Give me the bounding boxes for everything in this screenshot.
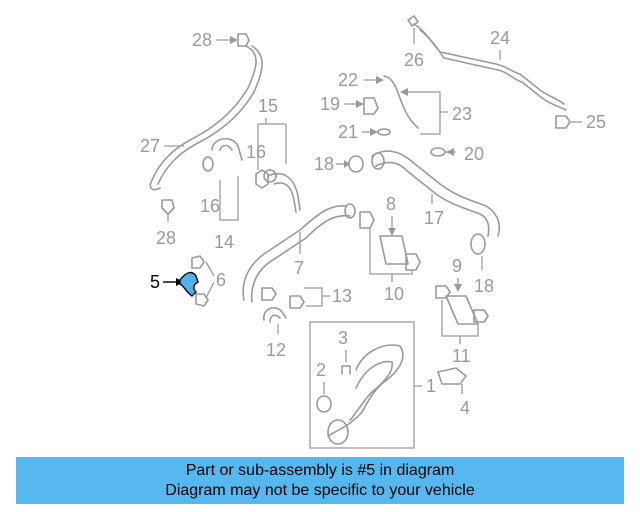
callout-20: 20: [464, 144, 484, 164]
callout-21: 21: [338, 122, 358, 142]
callout-3: 3: [338, 328, 348, 348]
callout-18-top: 18: [314, 154, 334, 174]
callout-9: 9: [452, 256, 462, 276]
part-21-oring: 21: [338, 122, 391, 142]
part-10-clamps: 10: [359, 211, 421, 304]
part-1-assembly: 1: [309, 321, 436, 449]
part-16-clamps: 16 16: [200, 142, 269, 216]
callout-27: 27: [140, 136, 160, 156]
part-20-gasket: 20: [430, 144, 484, 164]
part-23-bracket: 23: [400, 88, 472, 135]
parts-diagram: 28 27 28 15 16 16 14 5: [140, 15, 606, 449]
callout-13: 13: [332, 286, 352, 306]
part-28-top: 28: [192, 30, 250, 50]
callout-28-bottom: 28: [156, 228, 176, 248]
callout-25: 25: [586, 112, 606, 132]
part-7-hose: 7: [242, 203, 356, 303]
part-27-pipe: 27: [140, 45, 263, 191]
callout-18-right: 18: [474, 276, 494, 296]
part-25-fitting: 25: [555, 112, 606, 132]
callout-17: 17: [424, 208, 444, 228]
callout-15: 15: [258, 96, 278, 116]
part-19-sensor: 19: [320, 94, 379, 115]
callout-28-top: 28: [192, 30, 212, 50]
banner-line-2: Diagram may not be specific to your vehi…: [165, 482, 475, 499]
part-13-clamps: 13: [261, 286, 352, 309]
part-5-hose: 5: [150, 271, 199, 297]
part-3-clip: 3: [338, 328, 351, 375]
banner-line-1: Part or sub-assembly is #5 in diagram: [185, 462, 455, 479]
part-18-oring-right: 18: [470, 233, 494, 296]
part-14-hose: 14: [211, 138, 243, 252]
part-11-clamps: 11: [435, 285, 489, 366]
callout-23: 23: [452, 104, 472, 124]
part-22-hose: 22: [338, 70, 419, 129]
callout-12: 12: [266, 340, 286, 360]
part-28-bottom: 28: [156, 199, 176, 248]
callout-16-left: 16: [200, 196, 220, 216]
part-4-cap: 4: [437, 367, 470, 418]
part-8-hose: 8: [379, 194, 409, 265]
part-6-clamps: 6: [191, 255, 226, 307]
part-12-hose: 12: [263, 307, 287, 360]
part-15-hose: 15: [257, 96, 301, 213]
callout-14: 14: [214, 232, 234, 252]
callout-4: 4: [460, 398, 470, 418]
callout-22: 22: [338, 70, 358, 90]
info-banner: Part or sub-assembly is #5 in diagram Di…: [16, 457, 624, 504]
callout-1: 1: [426, 376, 436, 396]
callout-8: 8: [386, 194, 396, 214]
part-24-pipe: 24: [413, 23, 567, 111]
callout-19: 19: [320, 94, 340, 114]
callout-26: 26: [404, 50, 424, 70]
callout-24: 24: [490, 28, 510, 48]
part-18-oring-top: 18: [314, 154, 364, 174]
callout-11: 11: [452, 346, 471, 366]
callout-10: 10: [384, 284, 404, 304]
callout-6: 6: [216, 270, 226, 290]
callout-2: 2: [316, 360, 326, 380]
callout-16-right: 16: [246, 142, 266, 162]
part-2-clamp: 2: [316, 360, 332, 413]
callout-5: 5: [150, 272, 160, 292]
callout-7: 7: [294, 258, 304, 278]
part-26-fitting: 26: [404, 15, 424, 70]
part-17-pipe: 17: [371, 150, 501, 237]
